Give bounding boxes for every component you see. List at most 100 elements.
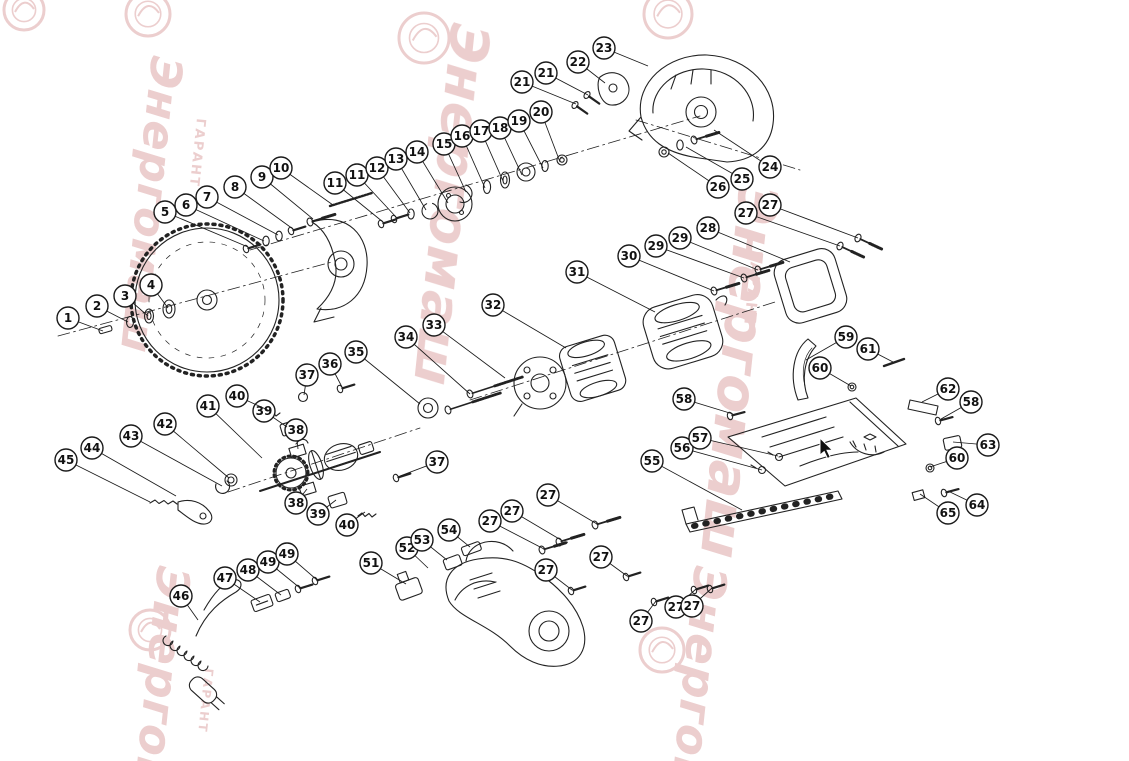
- callout-20: 20: [529, 100, 561, 163]
- callout-33: 33: [422, 313, 506, 379]
- power-cord: [162, 579, 242, 711]
- handle-housing: [445, 541, 586, 667]
- svg-text:14: 14: [409, 145, 426, 159]
- callout-30: 30: [617, 244, 715, 292]
- svg-text:3: 3: [121, 289, 129, 303]
- svg-text:5: 5: [161, 205, 169, 219]
- callout-8: 8: [223, 175, 294, 230]
- callout-27: 27: [758, 193, 859, 239]
- callout-53: 53: [410, 528, 448, 561]
- callout-15: 15: [432, 132, 467, 193]
- svg-text:41: 41: [200, 399, 217, 413]
- svg-text:39: 39: [310, 507, 327, 521]
- callout-17: 17: [469, 119, 504, 182]
- callout-63: 63: [952, 433, 1000, 457]
- svg-text:10: 10: [273, 161, 290, 175]
- svg-text:23: 23: [596, 41, 613, 55]
- cord-clamp: [250, 571, 332, 613]
- svg-text:46: 46: [173, 589, 190, 603]
- callout-22: 22: [566, 50, 606, 84]
- callout-60: 60: [808, 356, 852, 387]
- svg-text:27: 27: [538, 563, 555, 577]
- callout-25: 25: [685, 146, 754, 191]
- svg-text:38: 38: [288, 496, 305, 510]
- svg-text:47: 47: [217, 571, 234, 585]
- callout-40: 40: [225, 384, 271, 412]
- callout-27: 27: [534, 558, 573, 591]
- svg-text:64: 64: [969, 498, 986, 512]
- callout-18: 18: [488, 116, 523, 176]
- svg-text:27: 27: [738, 206, 755, 220]
- callout-31: 31: [565, 260, 656, 313]
- spindle-flange-set: [376, 154, 568, 230]
- callout-44: 44: [80, 436, 177, 497]
- callout-38: 38: [284, 488, 308, 515]
- callout-37: 37: [295, 363, 319, 396]
- svg-text:63: 63: [980, 438, 997, 452]
- callout-57: 57: [688, 426, 779, 457]
- svg-text:27: 27: [633, 614, 650, 628]
- svg-text:2: 2: [93, 299, 101, 313]
- callout-2: 2: [85, 294, 129, 323]
- callout-54: 54: [437, 518, 471, 548]
- svg-text:60: 60: [812, 361, 829, 375]
- svg-text:49: 49: [279, 547, 296, 561]
- bearing-plate: [417, 356, 567, 419]
- svg-text:35: 35: [348, 345, 365, 359]
- callout-27: 27: [629, 600, 657, 633]
- callout-27: 27: [734, 201, 841, 247]
- svg-text:21: 21: [514, 75, 531, 89]
- svg-text:27: 27: [593, 550, 610, 564]
- svg-text:13: 13: [388, 152, 405, 166]
- callout-38: 38: [284, 418, 308, 450]
- rip-fence: [681, 490, 843, 533]
- svg-text:52: 52: [399, 541, 416, 555]
- svg-text:26: 26: [710, 180, 727, 194]
- base-plate: [725, 397, 907, 487]
- svg-text:16: 16: [454, 129, 471, 143]
- callout-27: 27: [478, 509, 545, 550]
- svg-text:36: 36: [322, 357, 339, 371]
- callout-13: 13: [384, 147, 427, 211]
- svg-text:34: 34: [398, 330, 415, 344]
- callout-24: 24: [713, 129, 782, 179]
- callout-12: 12: [365, 156, 411, 214]
- svg-text:51: 51: [363, 556, 380, 570]
- callout-7: 7: [195, 185, 279, 236]
- svg-text:21: 21: [538, 66, 555, 80]
- callout-43: 43: [119, 424, 223, 487]
- svg-text:60: 60: [949, 451, 966, 465]
- callout-59: 59: [805, 325, 858, 361]
- svg-text:28: 28: [700, 221, 717, 235]
- callout-41: 41: [196, 394, 263, 459]
- callout-29: 29: [644, 234, 745, 279]
- svg-text:37: 37: [429, 455, 446, 469]
- center-lines: [57, 115, 801, 493]
- callout-27: 27: [589, 545, 628, 577]
- callout-37: 37: [399, 450, 449, 477]
- svg-text:59: 59: [838, 330, 855, 344]
- callout-48: 48: [236, 558, 282, 596]
- callout-35: 35: [344, 340, 421, 405]
- svg-text:27: 27: [482, 514, 499, 528]
- svg-text:11: 11: [327, 176, 344, 190]
- diagram-art: [57, 54, 963, 711]
- svg-text:27: 27: [684, 599, 701, 613]
- svg-text:55: 55: [644, 454, 661, 468]
- svg-text:27: 27: [762, 198, 779, 212]
- callout-49: 49: [256, 550, 301, 589]
- mouse-cursor: [819, 436, 834, 460]
- motor-stator: [642, 294, 728, 370]
- callout-19: 19: [507, 109, 544, 169]
- lever-spring: [149, 499, 213, 525]
- brand-logo-icon: [642, 0, 694, 40]
- callout-64: 64: [947, 490, 989, 517]
- svg-text:56: 56: [674, 441, 691, 455]
- motor-housing-cover: [708, 231, 885, 324]
- svg-text:1: 1: [64, 311, 72, 325]
- clamp-hardware: [907, 399, 963, 501]
- svg-text:29: 29: [648, 239, 665, 253]
- callout-10: 10: [269, 156, 334, 206]
